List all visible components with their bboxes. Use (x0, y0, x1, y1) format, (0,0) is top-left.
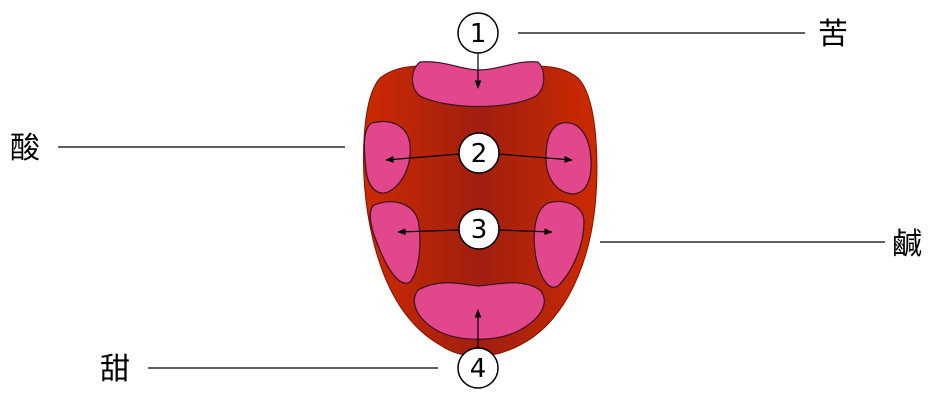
arrow-2-left (385, 153, 461, 163)
marker-1: 1 (457, 12, 499, 54)
salty-zone-left (369, 201, 421, 284)
marker-2: 2 (458, 132, 500, 174)
label-sour: 酸 (10, 131, 40, 166)
marker-2-number: 2 (471, 139, 488, 169)
label-sweet: 甜 (100, 352, 130, 387)
arrow-3-left (397, 228, 461, 236)
arrow-2-right (497, 153, 573, 163)
marker-3: 3 (458, 208, 500, 250)
marker-4: 4 (457, 347, 499, 389)
arrow-3-right (497, 228, 553, 236)
marker-3-number: 3 (471, 215, 488, 245)
label-salty: 鹹 (892, 227, 922, 262)
marker-4-number: 4 (470, 354, 487, 384)
salty-zone-right (533, 201, 585, 288)
marker-1-number: 1 (470, 19, 487, 49)
label-bitter: 苦 (818, 17, 848, 52)
